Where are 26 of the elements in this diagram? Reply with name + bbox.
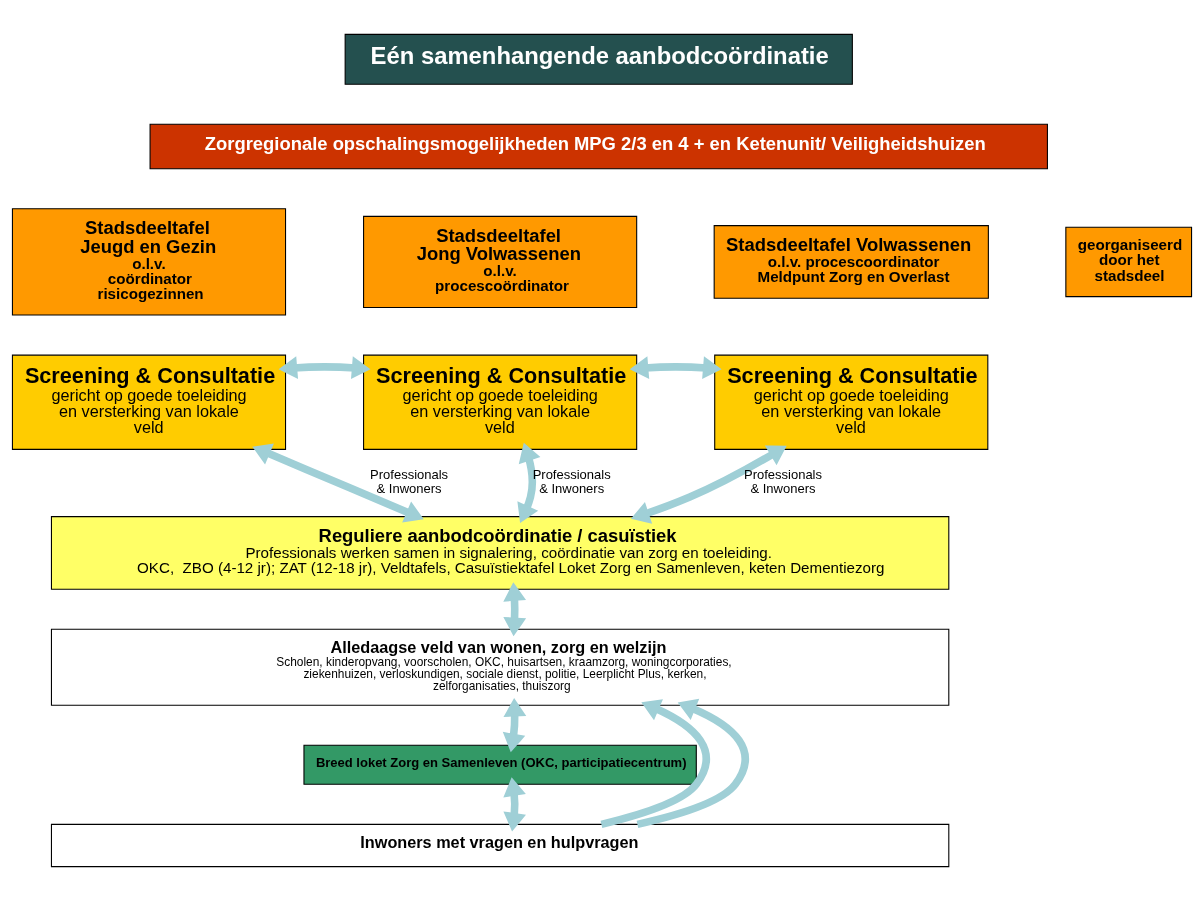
edge-label: Professionals & Inwoners (370, 467, 449, 497)
node-box: Stadsdeeltafel Jong Volwassenen o.l.v. procescoördinator (363, 215, 638, 308)
node-box: Zorgregionale opschalingsmogelijkheden MPG 2/3 en 4 + en Ketenunit/ Veiligheidshuizen (149, 123, 1048, 170)
node-box: Reguliere aanbodcoördinatie / casuïstiek Professionals werken samen in signalering, coördinatie van zorg en toeleiding. OKC, ZBO (4-12 jr); ZAT (12-18 jr), Veldtafels, Casuïstiektafel Loket Zorg en Samenleven, keten Dementiezorg (50, 516, 950, 590)
edge-label: Professionals & Inwoners (743, 467, 823, 497)
arrow (517, 442, 541, 524)
arrow (600, 699, 710, 829)
arrow (636, 698, 749, 829)
arrow (252, 443, 424, 523)
node-box: Screening & Consultatie gericht op goede toeleiding en versterking van lokale veld (11, 354, 287, 450)
node-box: Stadsdeeltafel Jeugd en Gezin o.l.v. coördinator risicogezinnen (11, 208, 287, 316)
node-box: Alledaagse veld van wonen, zorg en welzijn Scholen, kinderopvang, voorscholen, OKC, huisartsen, kraamzorg, woningcorporaties, ziekenhuizen, verloskundigen, sociale dienst, politie, Leerplicht Plus, kerken, zelforganisaties, thuiszorg (50, 628, 950, 706)
node-box: Screening & Consultatie gericht op goede toeleiding en versterking van lokale veld (714, 354, 989, 450)
arrow (503, 777, 526, 832)
node-box: georganiseerd door het stadsdeel (1065, 226, 1193, 298)
node-box: Eén samenhangende aanbodcoördinatie (344, 33, 853, 85)
node-box: Breed loket Zorg en Samenleven (OKC, participatiecentrum) (303, 744, 697, 785)
arrow (502, 697, 527, 753)
arrow (630, 445, 787, 524)
node-box: Stadsdeeltafel Volwassenen o.l.v. procescoordinator Meldpunt Zorg en Overlast (713, 225, 989, 299)
arrow (629, 356, 722, 380)
arrow (503, 582, 527, 637)
edge-label: Professionals & Inwoners (532, 467, 611, 497)
node-box: Screening & Consultatie gericht op goede toeleiding en versterking van lokale veld (363, 354, 638, 450)
node-box: Inwoners met vragen en hulpvragen (50, 823, 950, 868)
arrow (278, 356, 371, 380)
